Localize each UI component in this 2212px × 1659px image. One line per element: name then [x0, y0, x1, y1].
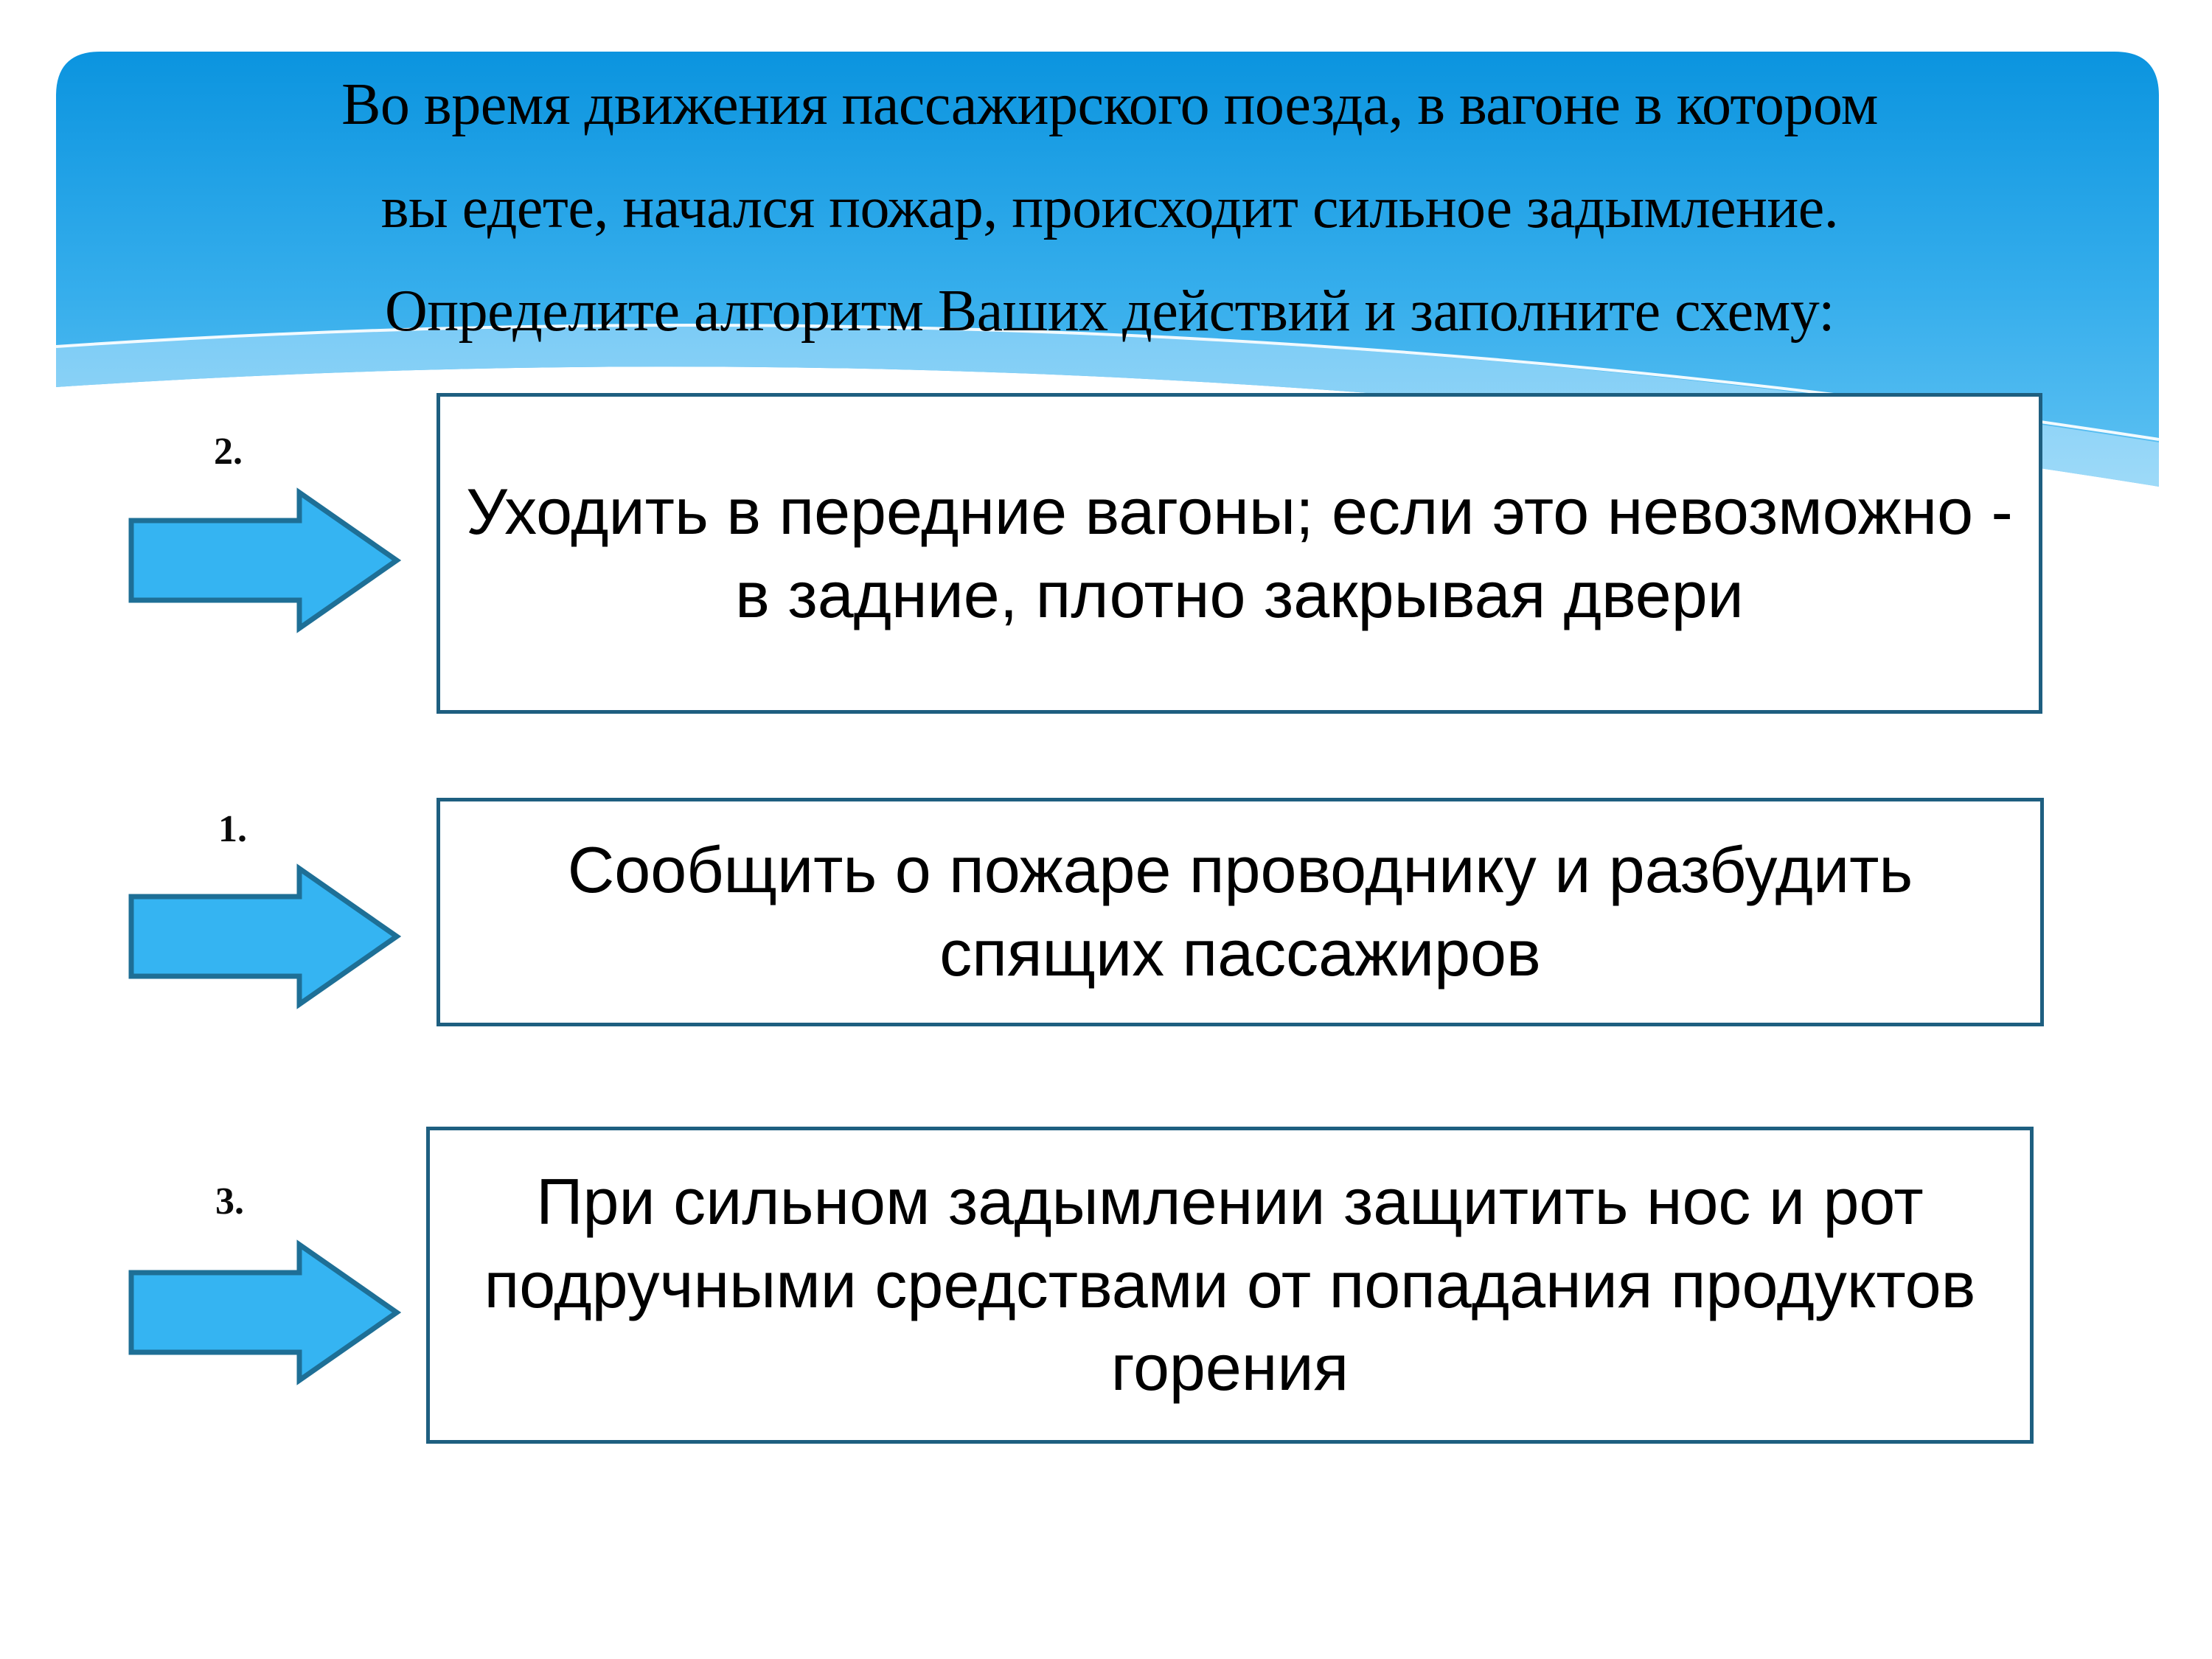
arrow-right-icon-third-row	[127, 1239, 401, 1386]
step-box-second-row: Сообщить о пожаре проводнику и разбудить…	[437, 798, 2044, 1026]
step-box-second-row-text: Сообщить о пожаре проводнику и разбудить…	[567, 833, 1913, 990]
arrow-right-icon-second-row	[127, 863, 401, 1010]
step-box-third-row-text: При сильном задымлении защитить нос и ро…	[484, 1165, 1976, 1405]
step-number-label-first-row: 2.	[214, 431, 243, 473]
step-box-third-row: При сильном задымлении защитить нос и ро…	[426, 1127, 2034, 1444]
arrow-right-icon-first-row	[127, 487, 401, 634]
header-line-2: вы едете, начался пожар, происходит силь…	[380, 175, 1839, 240]
step-box-first-row: Уходить в передние вагоны; если это нево…	[437, 393, 2042, 714]
step-box-first-row-text: Уходить в передние вагоны; если это нево…	[466, 474, 2013, 631]
step-number-label-second-row: 1.	[218, 808, 247, 850]
step-number-label-third-row: 3.	[215, 1180, 244, 1222]
header-line-3: Определите алгоритм Ваших действий и зап…	[385, 279, 1834, 344]
header-line-1: Во время движения пассажирского поезда, …	[341, 72, 1878, 137]
header-question-text: Во время движения пассажирского поезда, …	[88, 53, 2131, 363]
